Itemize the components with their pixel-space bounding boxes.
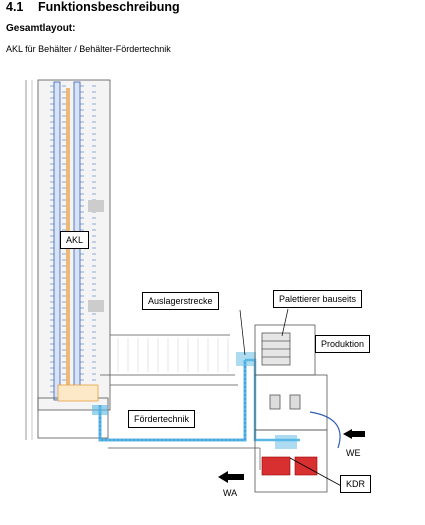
we-arc bbox=[309, 411, 341, 449]
building-outline bbox=[100, 334, 261, 470]
section-heading: 4.1 Funktionsbeschreibung bbox=[6, 0, 180, 14]
kdr-stations bbox=[261, 435, 346, 489]
label-we: WE bbox=[346, 448, 361, 458]
leader-lines bbox=[239, 308, 289, 356]
section-number: 4.1 bbox=[6, 0, 24, 14]
label-foerdertechnik: Fördertechnik bbox=[128, 410, 196, 428]
production-area bbox=[254, 324, 328, 493]
section-title: Funktionsbeschreibung bbox=[38, 0, 180, 14]
subheading: Gesamtlayout: bbox=[6, 23, 76, 34]
label-wa: WA bbox=[223, 488, 238, 498]
label-palettierer: Palettierer bauseits bbox=[273, 290, 363, 308]
label-auslagerstrecke: Auslagerstrecke bbox=[142, 292, 219, 310]
label-akl: AKL bbox=[60, 231, 90, 249]
wa-arrow bbox=[218, 471, 244, 483]
layout-caption: AKL für Behälter / Behälter-Fördertechni… bbox=[6, 44, 171, 54]
label-kdr: KDR bbox=[340, 475, 372, 493]
label-produktion: Produktion bbox=[315, 335, 371, 353]
we-arrow bbox=[343, 429, 365, 439]
